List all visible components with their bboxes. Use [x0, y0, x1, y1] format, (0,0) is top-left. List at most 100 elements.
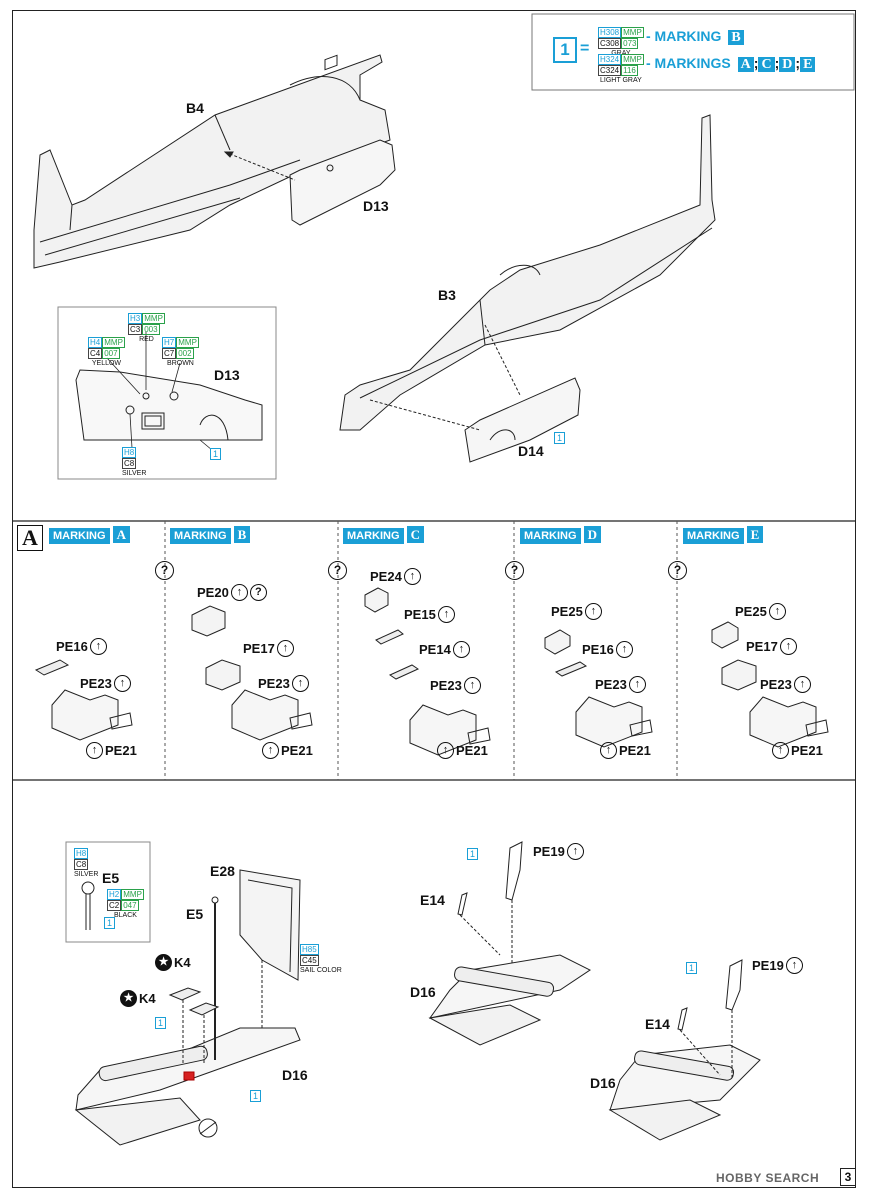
- bend-icon: ↑: [437, 742, 454, 759]
- star-icon: ★: [155, 954, 172, 971]
- optional-icon: ?: [505, 561, 524, 580]
- leader-d14b: [484, 324, 521, 396]
- paint-ref-e14-lower: 1: [686, 962, 697, 974]
- legend-line-2: - MARKINGS A;C;D;E: [646, 55, 816, 73]
- fuselage-b4: [33, 54, 391, 269]
- part-label-b3: B3: [438, 287, 456, 303]
- step-e-pe17: PE17↑: [746, 638, 797, 655]
- legend-key-d: D: [779, 57, 796, 72]
- step-b-pe21: ↑PE21: [262, 742, 313, 759]
- floor-assembly-right-upper: [428, 841, 591, 1046]
- part-label-pe19-lower: PE19↑: [752, 957, 803, 974]
- sail-paint: H85 C45 SAIL COLOR: [300, 944, 342, 974]
- paint-ref-d14: 1: [554, 432, 565, 444]
- part-label-e5: E5: [186, 906, 204, 922]
- page-number: 3: [840, 1168, 856, 1186]
- bend-icon: ↑: [793, 676, 811, 693]
- marking-parts: [34, 587, 829, 756]
- legend-key-b: B: [728, 30, 744, 45]
- bend-icon: ↑: [600, 742, 617, 759]
- bend-icon: ↑: [768, 603, 786, 620]
- bend-icon: ↑: [615, 641, 633, 658]
- step-b-pe23: PE23↑: [258, 675, 309, 692]
- arrow-d13: [223, 151, 234, 158]
- optional-icon: ?: [328, 561, 347, 580]
- section-letter-a: A: [17, 525, 43, 551]
- bend-icon: ↑: [276, 640, 294, 657]
- bend-icon: ↑: [785, 957, 803, 974]
- part-label-k4-upper: ★K4: [155, 954, 191, 971]
- bend-icon: ↑: [628, 676, 646, 693]
- floor-assembly-right-lower: [608, 959, 761, 1141]
- bend-icon: ↑: [89, 638, 107, 655]
- step-c-pe21: ↑PE21: [437, 742, 488, 759]
- part-label-d16-right-lower: D16: [590, 1075, 616, 1091]
- paint-ref-floor-left: 1: [250, 1090, 261, 1102]
- leader-d13: [224, 151, 296, 181]
- bend-icon: ↑: [772, 742, 789, 759]
- legend-key-e: E: [800, 57, 816, 72]
- paint-silver: H8 C8 SILVER: [122, 447, 147, 477]
- bend-icon: ↑: [452, 641, 470, 658]
- part-label-d13-detail: D13: [214, 367, 240, 383]
- step-c-pe24: PE24↑: [370, 568, 421, 585]
- optional-icon: ?: [155, 561, 174, 580]
- star-icon: ★: [120, 990, 137, 1007]
- step-d-pe25: PE25↑: [551, 603, 602, 620]
- paint-ref-e14-upper: 1: [467, 848, 478, 860]
- red-marker: [183, 1071, 195, 1081]
- part-label-e14-upper: E14: [420, 892, 445, 908]
- part-label-b4: B4: [186, 100, 204, 116]
- e5-paint-silver: H8 C8 SILVER: [74, 848, 99, 878]
- bend-icon: ↑: [262, 742, 279, 759]
- part-label-k4-lower: ★K4: [120, 990, 156, 1007]
- part-label-e5-detail: E5: [102, 870, 120, 886]
- step-c-pe15: PE15↑: [404, 606, 455, 623]
- step-d-pe21: ↑PE21: [600, 742, 651, 759]
- part-label-e28: E28: [210, 863, 235, 879]
- step-e-pe21: ↑PE21: [772, 742, 823, 759]
- bend-icon: ↑: [113, 675, 131, 692]
- bend-icon: ↑: [566, 843, 584, 860]
- legend-box: [531, 13, 855, 91]
- legend-equals: =: [580, 40, 590, 57]
- step-e-pe23: PE23↑: [760, 676, 811, 693]
- paint-ref-d13: 1: [210, 448, 221, 460]
- bend-icon: ↑: [291, 675, 309, 692]
- d13-detail-box: [57, 306, 277, 480]
- part-label-e14-lower: E14: [645, 1016, 670, 1032]
- step-e-pe25: PE25↑: [735, 603, 786, 620]
- bend-icon: ↑: [230, 584, 248, 601]
- part-label-d16-right-upper: D16: [410, 984, 436, 1000]
- bend-icon: ↑: [86, 742, 103, 759]
- optional-icon: ?: [249, 584, 267, 601]
- part-label-pe19-upper: PE19↑: [533, 843, 584, 860]
- legend-number-box: 1: [553, 37, 577, 63]
- bend-icon: ↑: [584, 603, 602, 620]
- panel-d13: [289, 54, 396, 226]
- step-c-pe23: PE23↑: [430, 677, 481, 694]
- floor-assembly-left: [74, 869, 301, 1146]
- bend-icon: ↑: [403, 568, 421, 585]
- page-frame: [12, 10, 856, 1188]
- bend-icon: ↑: [437, 606, 455, 623]
- part-label-d14: D14: [518, 443, 544, 459]
- d13-detail-drawing: [75, 332, 263, 451]
- fuselage-b3: [339, 114, 716, 431]
- part-label-d13: D13: [363, 198, 389, 214]
- e5-detail-drawing: [81, 881, 95, 930]
- step-c-pe14: PE14↑: [419, 641, 470, 658]
- panel-d14: [464, 377, 581, 463]
- optional-icon: ?: [668, 561, 687, 580]
- step-a-pe16: PE16↑: [56, 638, 107, 655]
- paint-ref-e5: 1: [104, 917, 115, 929]
